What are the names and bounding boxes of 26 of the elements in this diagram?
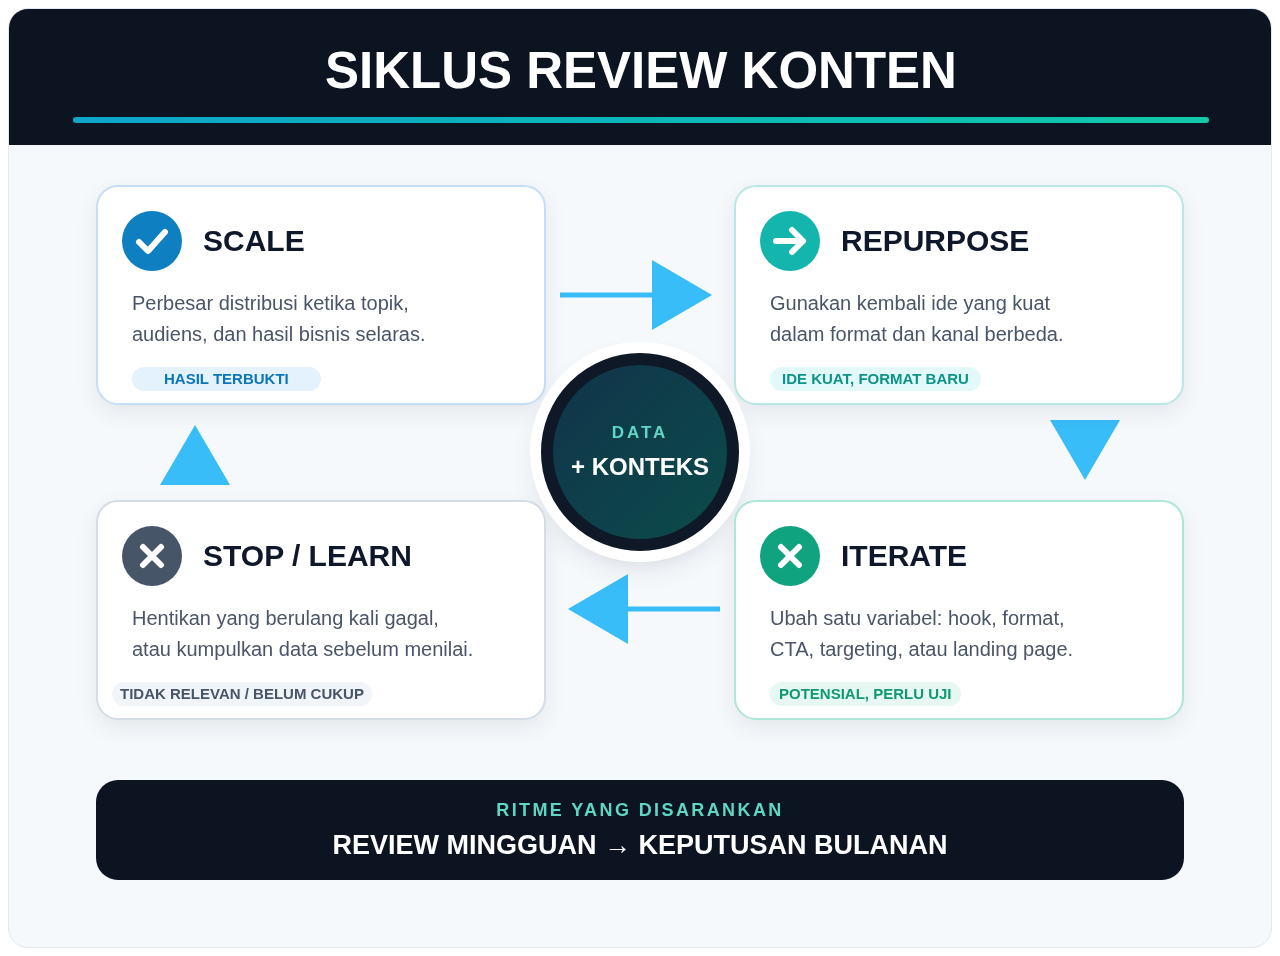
card-title: SCALE [203,223,305,259]
card-title: REPURPOSE [841,223,1030,259]
diagram-title: SIKLUS REVIEW KONTEN [324,41,958,101]
hub-label: DATA [611,422,669,443]
step-card [96,500,546,720]
card-description: Ubah satu variabel: hook, format, CTA, targeting, atau landing page. [770,606,1075,662]
banner-label: RITME YANG DISARANKAN [496,799,784,821]
step-card [734,185,1184,405]
arrow [1050,420,1120,480]
step-card [734,500,1184,720]
status-tag: HASIL TERBUKTI [132,367,321,391]
status-tag: IDE KUAT, FORMAT BARU [770,367,981,391]
status-tag: TIDAK RELEVAN / BELUM CUKUP [112,682,372,706]
hub-title: + KONTEKS [571,451,709,482]
card-title: STOP / LEARN [203,538,412,574]
arrow [560,260,712,330]
card-description: Hentikan yang berulang kali gagal, atau kumpulkan data sebelum menilai. [132,606,475,662]
status-tag: POTENSIAL, PERLU UJI [770,682,961,706]
arrow [160,425,230,485]
arrow [568,574,720,644]
card-description: Perbesar distribusi ketika topik, audiens, dan hasil bisnis selaras. [132,291,427,347]
footer-banner [96,780,1184,880]
card-title: ITERATE [841,538,968,574]
card-description: Gunakan kembali ide yang kuat dalam format dan kanal berbeda. [770,291,1065,347]
banner-title: REVIEW MINGGUAN → KEPUTUSAN BULANAN [332,829,948,861]
step-card [96,185,546,405]
